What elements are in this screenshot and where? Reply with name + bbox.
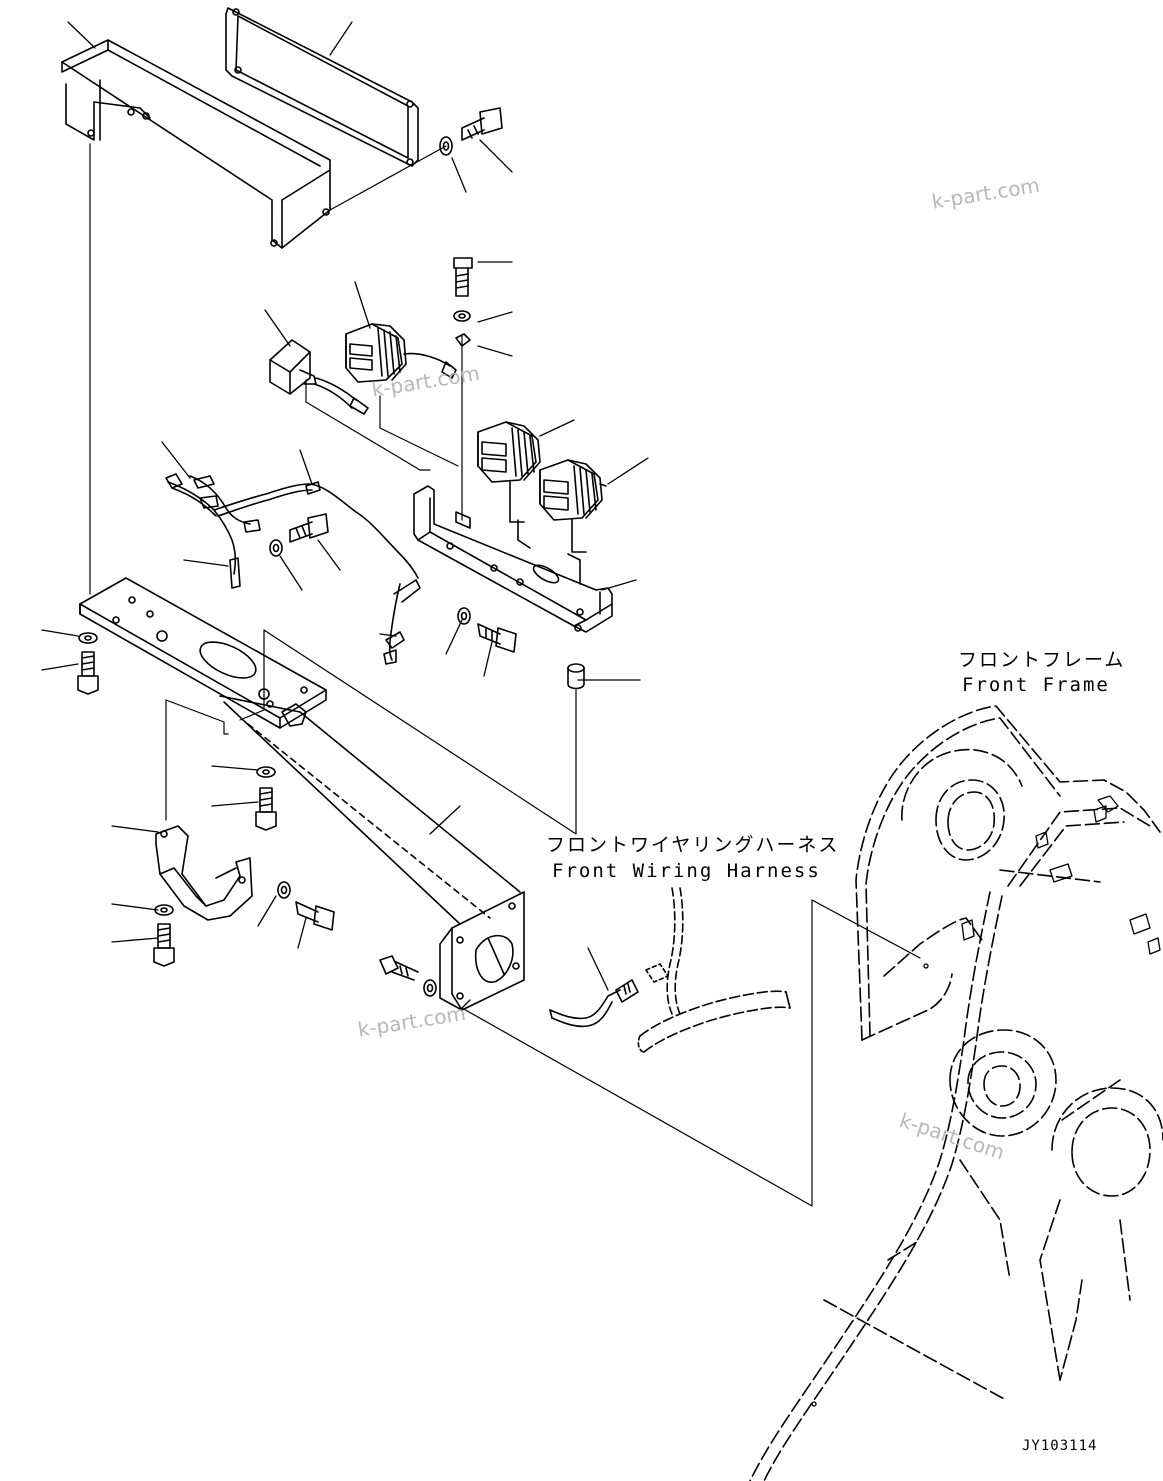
assembly-reference-lines — [89, 143, 921, 1207]
top-cover — [61, 39, 331, 249]
front-wiring-harness — [549, 887, 791, 1053]
spacer-nut — [567, 663, 585, 690]
leader-lines — [41, 21, 649, 1009]
front-frame-details — [811, 795, 1161, 1407]
harness-label-jp: フロントワイヤリングハーネス — [546, 834, 840, 856]
support-tube — [219, 695, 525, 1011]
drawing-code: JY103114 — [1022, 1438, 1098, 1454]
bolt-upper-middle — [453, 257, 473, 347]
harness-label-en: Front Wiring Harness — [552, 860, 821, 882]
lamp-bracket — [413, 485, 613, 633]
base-plate — [79, 577, 327, 729]
bolt-washer-middle-left — [269, 513, 329, 557]
lamp-wiring-harness — [165, 473, 421, 665]
front-frame-label-jp: フロントフレーム — [958, 649, 1126, 671]
left-fasteners — [77, 632, 437, 997]
bolt-washer-middle-right — [457, 607, 517, 653]
horn-box — [269, 339, 369, 415]
front-frame — [749, 705, 1163, 1481]
work-lamp-right — [539, 459, 607, 553]
lower-bracket — [155, 825, 253, 921]
front-frame-label-en: Front Frame — [962, 674, 1110, 696]
top-bolt-group — [439, 107, 503, 156]
work-lamp-upper — [345, 323, 457, 383]
work-lamp-middle — [477, 421, 541, 523]
cover-plate — [225, 7, 419, 167]
